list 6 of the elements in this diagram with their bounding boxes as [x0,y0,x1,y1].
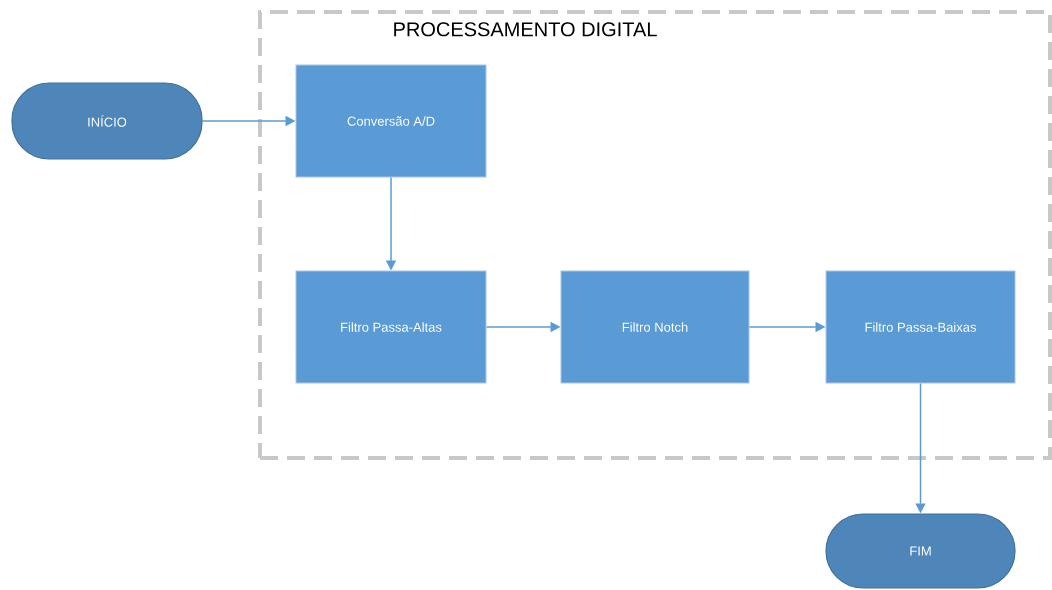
terminal-box: INÍCIO [11,82,203,160]
process-box: Filtro Passa-Baixas [825,270,1016,384]
process-box: Filtro Passa-Altas [295,270,487,384]
process-box: Conversão A/D [295,64,487,178]
process-box: Filtro Notch [560,270,750,384]
terminal-box: FIM [825,513,1016,589]
